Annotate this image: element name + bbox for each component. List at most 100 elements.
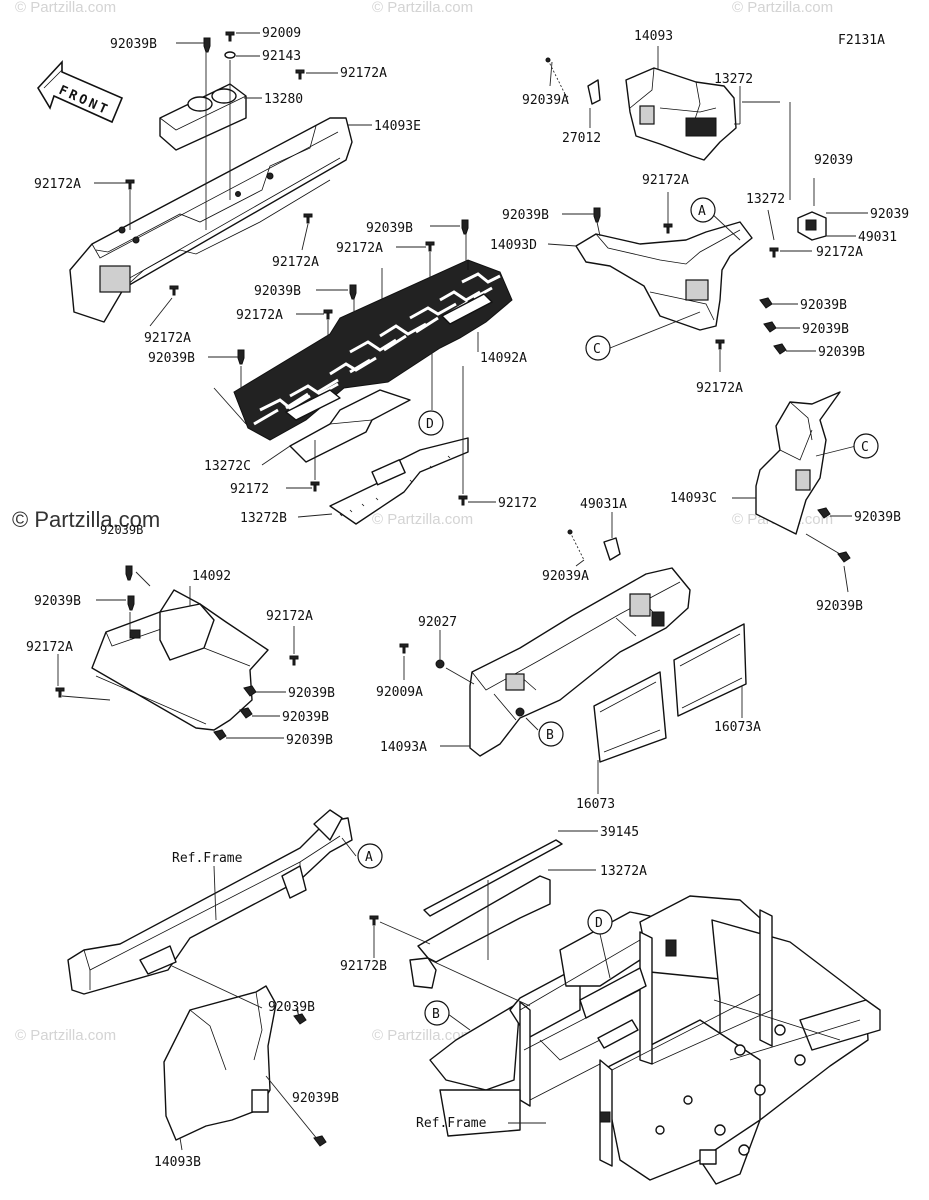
clip-92039B-c-a: [817, 507, 831, 519]
screw-92172A-right-c: [715, 339, 725, 350]
label-13272: 13272: [714, 72, 753, 87]
rivet-92039A-top: [545, 57, 567, 97]
label-92039B: 92039B: [802, 322, 849, 337]
bracket-49031A: [603, 537, 621, 561]
leaders-top-left: [94, 32, 372, 327]
label-92039B: 92039B: [286, 733, 333, 748]
screw-92172A-center-a: [425, 241, 435, 252]
screw-92172A-left-b: [55, 687, 65, 698]
label-92039B: 92039B: [282, 710, 329, 725]
label-92039A: 92039A: [522, 93, 569, 108]
label-13272A: 13272A: [600, 864, 647, 879]
callout-d-lower: [587, 909, 613, 935]
label-92172A: 92172A: [236, 308, 283, 323]
label-27012: 27012: [562, 131, 601, 146]
clip-92039B-right-d: [773, 343, 787, 355]
screw-92172A-right-b: [769, 247, 779, 258]
screw-92172-a: [310, 481, 320, 492]
label-92039B: 92039B: [100, 523, 143, 537]
screw-92172A-center-b: [323, 309, 333, 320]
clip-92039B-right-a: [593, 207, 601, 223]
label-92027: 92027: [418, 615, 457, 630]
leaders-left-mid: [57, 571, 295, 739]
label-92039: 92039: [870, 207, 909, 222]
label-16073: 16073: [576, 797, 615, 812]
rivet-92039A-mid: [567, 529, 585, 561]
ref-frame-main: [429, 895, 881, 1185]
label-92009: 92009: [262, 26, 301, 41]
front-arrow: FRONT: [37, 59, 124, 124]
label-14093E: 14093E: [374, 119, 421, 134]
label-92172A: 92172A: [696, 381, 743, 396]
label-92172: 92172: [498, 496, 537, 511]
screw-92172A-right-a: [663, 223, 673, 234]
leaders-right-mid: [732, 445, 857, 593]
seal-39145: [423, 839, 563, 917]
leaders-top-right: [547, 46, 868, 372]
label-13272C: 13272C: [204, 459, 251, 474]
label-92039B: 92039B: [268, 1000, 315, 1015]
svg-text:© Partzilla.com: © Partzilla.com: [15, 1027, 116, 1044]
callout-c-upper: [585, 335, 611, 361]
clip-92039B-c-b: [837, 551, 851, 563]
label-92039B: 92039B: [148, 351, 195, 366]
label-13272B: 13272B: [240, 511, 287, 526]
svg-text:B: B: [432, 1007, 440, 1022]
floor-mat-14092A: [233, 259, 513, 441]
label-92039B: 92039B: [818, 345, 865, 360]
label-92039B: 92039B: [288, 686, 335, 701]
leaders-bottom-left: [171, 837, 357, 1151]
svg-text:D: D: [595, 916, 603, 931]
screw-92172B: [369, 915, 379, 926]
screw-92172A-b: [125, 179, 135, 190]
bracket-27012: [587, 79, 601, 105]
svg-text:© Partzilla.com: © Partzilla.com: [372, 1027, 473, 1044]
leaders-center: [208, 225, 496, 518]
callout-a-lower: [357, 843, 383, 869]
label-92039B: 92039B: [854, 510, 901, 525]
label-49031: 49031: [858, 230, 897, 245]
label-13280: 13280: [264, 92, 303, 107]
screw-92009: [225, 31, 235, 42]
screw-92172A-a: [295, 69, 305, 80]
bracket-49031: [797, 211, 827, 241]
svg-text:© Partzilla.com: © Partzilla.com: [372, 0, 473, 16]
callout-c-right: [853, 433, 879, 459]
svg-text:A: A: [365, 850, 373, 865]
label-92039B: 92039B: [502, 208, 549, 223]
clip-92039B-left-b: [127, 595, 135, 611]
label-92172A: 92172A: [642, 173, 689, 188]
clip-92039B-top: [203, 37, 211, 53]
label-92039B: 92039B: [816, 599, 863, 614]
label-92172A: 92172A: [336, 241, 383, 256]
svg-text:© Partzilla.com: © Partzilla.com: [372, 511, 473, 528]
label-92172: 92172: [230, 482, 269, 497]
pad-16073: [593, 671, 667, 763]
clip-92039B-left-a: [125, 565, 133, 581]
label-14093D: 14093D: [490, 238, 537, 253]
nut-92027: [435, 659, 445, 669]
part-number-labels: 92039B 92009 92143 92172A 13280 14093E 9…: [26, 26, 909, 1170]
label-92172A: 92172A: [340, 66, 387, 81]
label-92039B: 92039B: [254, 284, 301, 299]
clip-92039B-right-c: [763, 321, 777, 333]
label-92039B: 92039B: [110, 37, 157, 52]
clip-92039B-center-a: [461, 219, 469, 235]
plate-13272B: [329, 437, 469, 525]
svg-text:C: C: [861, 440, 869, 455]
clip-92039B-left-e: [213, 729, 227, 741]
label-92009A: 92009A: [376, 685, 423, 700]
clip-92039B-center-c: [237, 349, 245, 365]
figure-code: F2131A: [838, 33, 885, 48]
label-14093: 14093: [634, 29, 673, 44]
screw-92172A-d: [169, 285, 179, 296]
panel-14093E: [69, 117, 353, 323]
label-14093A: 14093A: [380, 740, 427, 755]
label-92172A: 92172A: [816, 245, 863, 260]
panel-14093D: [575, 221, 753, 331]
svg-text:© Partzilla.com: © Partzilla.com: [732, 0, 833, 16]
washer-92143: [224, 51, 236, 59]
cup-holder-13280: [159, 83, 247, 151]
